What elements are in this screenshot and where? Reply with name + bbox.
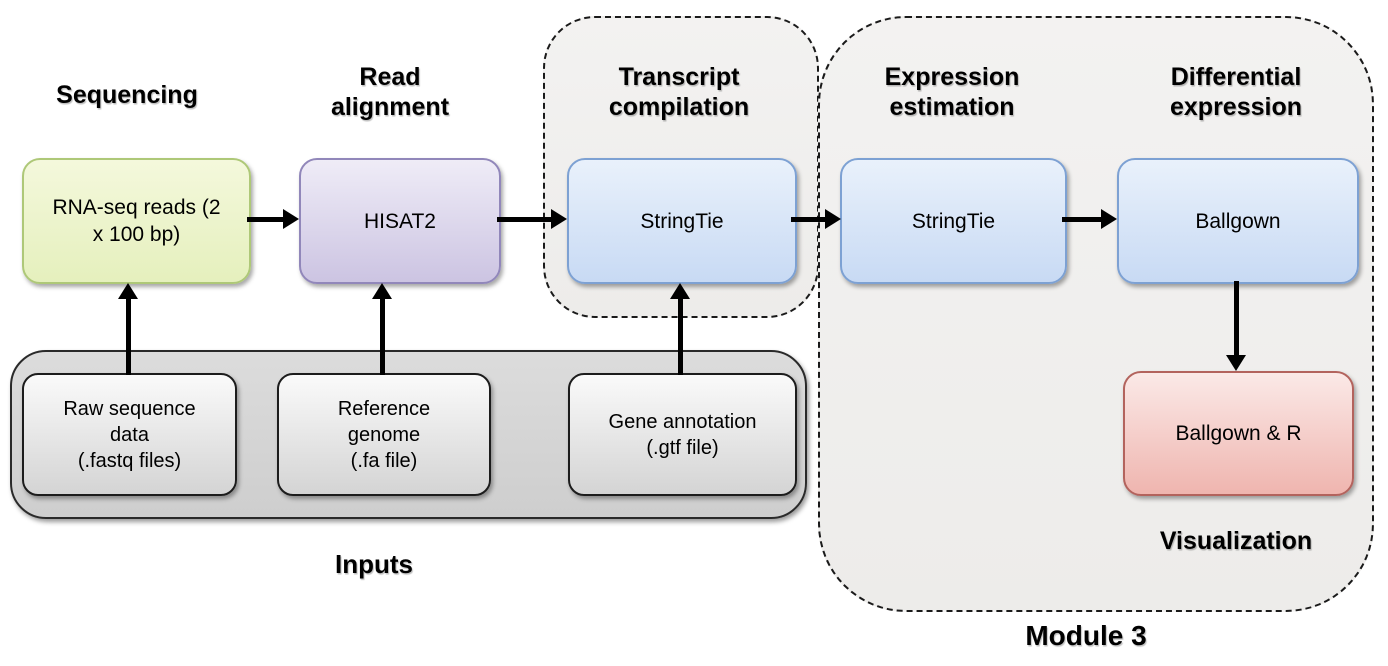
arrow-head-icon (825, 209, 841, 229)
box-stringtie-estimation: StringTie (840, 158, 1067, 284)
box-stringtie-compilation: StringTie (567, 158, 797, 284)
arrow-hisat2-to-stringtie (497, 208, 567, 230)
heading-transcript-compilation: Transcript compilation (608, 63, 750, 121)
arrow-shaft (379, 297, 385, 375)
box-reference-genome: Reference genome (.fa file) (277, 373, 491, 496)
arrow-shaft (125, 297, 131, 375)
box-gene-annotation-label: Gene annotation (.gtf file) (608, 410, 757, 459)
box-ballgown-r: Ballgown & R (1123, 371, 1354, 496)
box-gene-annotation: Gene annotation (.gtf file) (568, 373, 797, 496)
arrow-reads-to-hisat2 (247, 208, 299, 230)
heading-expression-estimation: Expression estimation (884, 63, 1020, 121)
arrow-stringtie-to-stringtie (791, 208, 841, 230)
arrow-shaft (791, 216, 827, 222)
arrow-shaft (497, 216, 553, 222)
box-rna-seq-reads-label: RNA-seq reads (2 x 100 bp) (52, 196, 221, 246)
box-ballgown-r-label: Ballgown & R (1175, 422, 1302, 445)
heading-sequencing: Sequencing (56, 81, 198, 109)
arrow-shaft (1233, 281, 1239, 357)
module-3-group (818, 16, 1374, 612)
heading-read-alignment: Read alignment (330, 63, 450, 121)
arrow-stringtie-to-ballgown (1062, 208, 1117, 230)
box-raw-sequence-data-label: Raw sequence data (.fastq files) (63, 397, 196, 472)
box-raw-sequence-data: Raw sequence data (.fastq files) (22, 373, 237, 496)
box-reference-genome-label: Reference genome (.fa file) (337, 397, 431, 472)
label-inputs: Inputs (335, 549, 413, 579)
box-stringtie-estimation-label: StringTie (911, 209, 996, 233)
arrow-head-icon (283, 209, 299, 229)
arrow-ballgown-to-ballgown-r (1225, 281, 1247, 371)
arrow-shaft (247, 216, 285, 222)
arrow-head-icon (1226, 355, 1246, 371)
arrow-head-icon (372, 283, 392, 299)
box-ballgown: Ballgown (1117, 158, 1359, 284)
heading-differential-expression: Differential expression (1169, 63, 1302, 121)
arrow-shaft (677, 297, 683, 375)
box-rna-seq-reads: RNA-seq reads (2 x 100 bp) (22, 158, 251, 284)
label-module-3: Module 3 (1025, 620, 1147, 651)
box-hisat2-label: HISAT2 (364, 209, 436, 233)
arrow-shaft (1062, 216, 1103, 222)
box-stringtie-compilation-label: StringTie (640, 209, 724, 233)
arrow-genome-to-hisat2 (371, 283, 393, 375)
arrow-head-icon (551, 209, 567, 229)
arrow-head-icon (1101, 209, 1117, 229)
arrow-head-icon (118, 283, 138, 299)
box-hisat2: HISAT2 (299, 158, 501, 284)
arrow-raw-to-reads (117, 283, 139, 375)
label-visualization: Visualization (1159, 527, 1313, 555)
box-ballgown-label: Ballgown (1195, 209, 1281, 233)
arrow-head-icon (670, 283, 690, 299)
arrow-annotation-to-stringtie (669, 283, 691, 375)
